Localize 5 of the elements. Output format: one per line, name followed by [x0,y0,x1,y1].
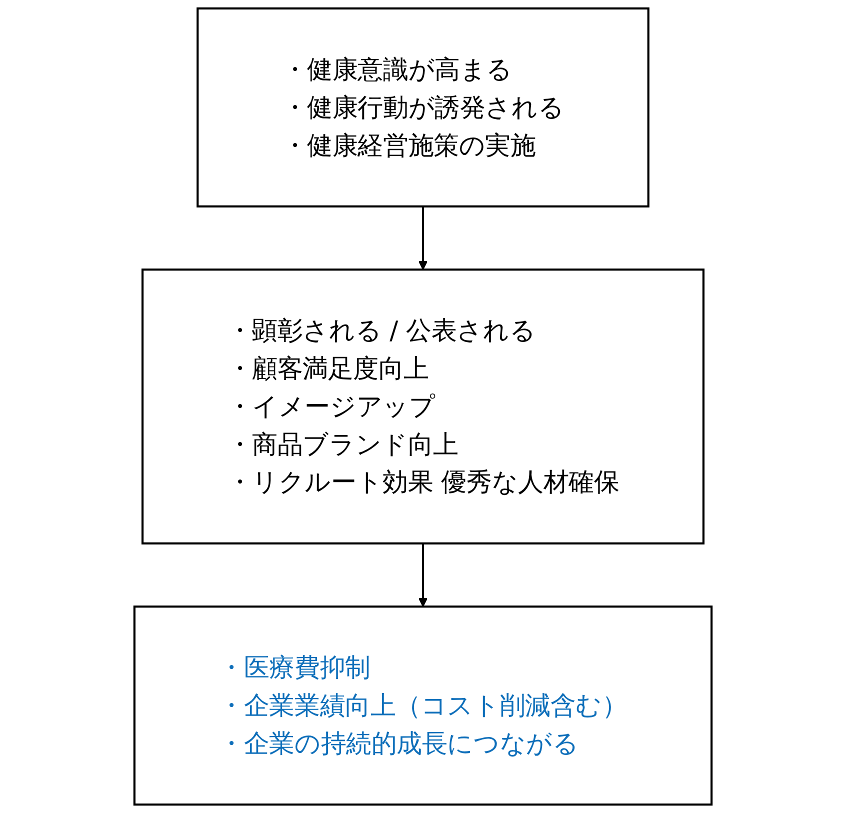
node-box: ・医療費抑制 ・企業業績向上（コスト削減含む） ・企業の持続的成長につながる [133,606,713,806]
node-box: ・健康意識が高まる ・健康行動が誘発される ・健康経営施策の実施 [196,7,650,208]
node-box: ・顕彰される / 公表される ・顧客満足度向上 ・イメージアップ ・商品ブランド向上 ・リクルート効果 優秀な人材確保 [141,268,705,544]
arrow [418,543,428,607]
arrow [418,206,428,270]
